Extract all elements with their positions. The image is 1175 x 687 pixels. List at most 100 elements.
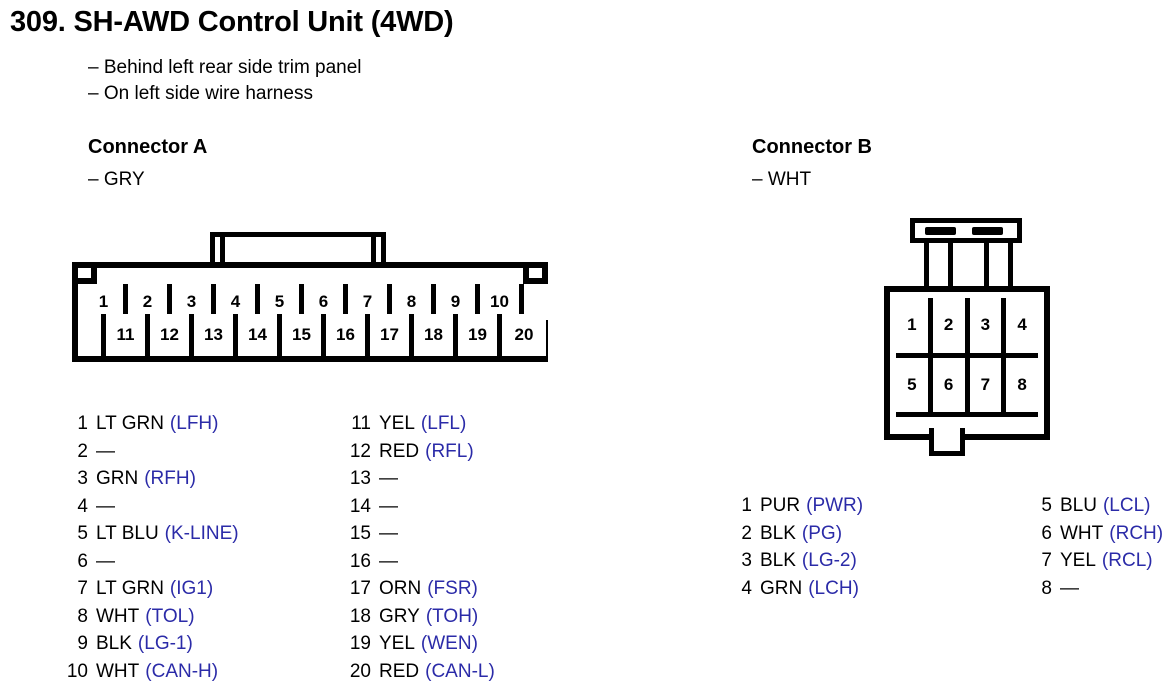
pin-cell: 19 bbox=[458, 314, 502, 356]
pin-number: 7 bbox=[77, 578, 88, 599]
pin-wire-color: BLK bbox=[760, 550, 796, 571]
connector-a-shell: 1 2 3 4 5 6 7 8 9 10 11 12 13 14 15 16 1… bbox=[72, 262, 548, 362]
pin-cell: 1 bbox=[896, 298, 933, 353]
connector-a-heading: Connector A bbox=[88, 136, 208, 158]
pin-cell: 17 bbox=[370, 314, 414, 356]
pin-number: 11 bbox=[351, 413, 371, 434]
pin-cell: 18 bbox=[414, 314, 458, 356]
pin-signal-code: (RCL) bbox=[1101, 550, 1153, 571]
pin-cell: 6 bbox=[932, 357, 970, 412]
pin-unused-marker: — bbox=[1060, 577, 1079, 599]
pin-wire-color: WHT bbox=[1060, 522, 1104, 544]
pin-number: 20 bbox=[349, 660, 371, 682]
pin-unused-marker: — bbox=[96, 550, 115, 572]
pin-signal-code: (FSR) bbox=[427, 578, 478, 599]
connector-b-shell: 1 2 3 4 5 6 7 8 bbox=[884, 286, 1050, 440]
pin-cell: 8 bbox=[1006, 357, 1038, 412]
pin-wire-color: LT GRN bbox=[96, 413, 164, 434]
pin-number: 15 bbox=[349, 523, 371, 544]
page-title: 309. SH-AWD Control Unit (4WD) bbox=[10, 6, 454, 38]
pin-signal-code: (LFH) bbox=[169, 413, 219, 434]
connector-a-pin-row-bottom: 11 12 13 14 15 16 17 18 19 20 bbox=[84, 314, 546, 356]
pin-unused-marker: — bbox=[379, 523, 398, 544]
pin-signal-code: (LFL) bbox=[420, 413, 467, 434]
pin-number: 13 bbox=[349, 468, 371, 489]
pin-signal-code: (PWR) bbox=[806, 495, 864, 516]
pin-number: 9 bbox=[77, 633, 88, 654]
connector-b-cap bbox=[910, 218, 1022, 243]
pin-number: 8 bbox=[77, 605, 88, 627]
pin-cell-blank bbox=[84, 314, 106, 356]
pin-entry: 13 — bbox=[345, 465, 495, 493]
pin-cell: 14 bbox=[238, 314, 282, 356]
pin-wire-color: YEL bbox=[379, 413, 415, 434]
pin-cell: 7 bbox=[969, 357, 1007, 412]
pin-entry: 5 BLU(LCL) bbox=[1026, 492, 1163, 520]
pin-signal-code: (K-LINE) bbox=[164, 523, 239, 544]
connector-b-pin-row-bottom: 5 6 7 8 bbox=[896, 357, 1038, 412]
pin-number: 2 bbox=[741, 522, 752, 544]
connector-b-heading: Connector B bbox=[752, 136, 872, 158]
pin-signal-code: (LCL) bbox=[1102, 495, 1151, 516]
connector-b-stem bbox=[984, 243, 989, 289]
pin-entry: 11 YEL(LFL) bbox=[345, 410, 495, 438]
pin-signal-code: (RCH) bbox=[1109, 522, 1164, 544]
pin-cell: 4 bbox=[1006, 298, 1038, 353]
pin-unused-marker: — bbox=[96, 495, 115, 517]
pin-number: 5 bbox=[1041, 495, 1052, 516]
pin-number: 6 bbox=[1041, 522, 1052, 544]
pin-number: 19 bbox=[349, 633, 371, 654]
pin-wire-color: RED bbox=[379, 440, 420, 462]
pin-number: 3 bbox=[77, 468, 88, 489]
pin-wire-color: RED bbox=[379, 660, 420, 682]
pin-wire-color: BLK bbox=[760, 522, 796, 544]
pin-wire-color: LT GRN bbox=[96, 578, 164, 599]
pin-wire-color: GRN bbox=[760, 577, 803, 599]
pin-cell: 16 bbox=[326, 314, 370, 356]
pin-number: 4 bbox=[741, 577, 752, 599]
pin-number: 16 bbox=[349, 550, 371, 572]
pin-signal-code: (WEN) bbox=[420, 633, 478, 654]
connector-a-notch-left bbox=[78, 268, 97, 284]
connector-a-color-note: – GRY bbox=[88, 169, 145, 190]
pin-signal-code: (TOL) bbox=[145, 605, 195, 627]
pin-signal-code: (CAN-H) bbox=[145, 660, 219, 682]
pin-number: 1 bbox=[77, 413, 88, 434]
pin-entry: 2— bbox=[62, 438, 239, 466]
pin-signal-code: (PG) bbox=[801, 522, 843, 544]
location-note: – Behind left rear side trim panel bbox=[88, 57, 362, 78]
pin-wire-color: BLK bbox=[96, 633, 132, 654]
pin-wire-color: PUR bbox=[760, 495, 801, 516]
pin-wire-color: LT BLU bbox=[96, 523, 159, 544]
pin-number: 6 bbox=[77, 550, 88, 572]
pin-number: 17 bbox=[349, 578, 371, 599]
pin-wire-color: BLU bbox=[1060, 495, 1097, 516]
pin-number: 1 bbox=[741, 495, 752, 516]
pin-cell: 11 bbox=[106, 314, 150, 356]
pin-unused-marker: — bbox=[379, 550, 398, 572]
connector-b-foot-strip bbox=[896, 412, 1038, 428]
connector-b-bottom-tab bbox=[929, 428, 965, 456]
pin-cell: 2 bbox=[932, 298, 970, 353]
connector-b-cap-slot bbox=[972, 226, 1003, 235]
pin-signal-code: (RFL) bbox=[425, 440, 474, 462]
connector-b-stem bbox=[1008, 243, 1013, 289]
pin-wire-color: YEL bbox=[1060, 550, 1096, 571]
pin-signal-code: (RFH) bbox=[144, 468, 196, 489]
pin-cell: 20 bbox=[502, 314, 546, 356]
location-notes: – Behind left rear side trim panel – On … bbox=[88, 55, 362, 107]
connector-b-stem bbox=[948, 243, 953, 289]
pin-unused-marker: — bbox=[379, 468, 398, 489]
pin-cell: 12 bbox=[150, 314, 194, 356]
